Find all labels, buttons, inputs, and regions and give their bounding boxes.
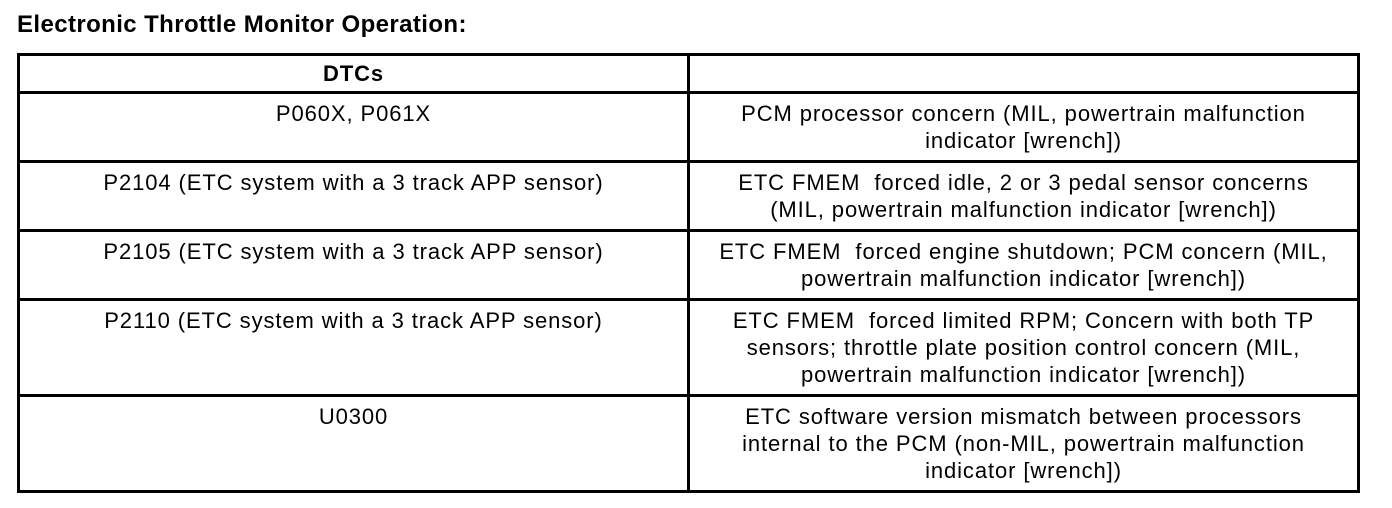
dtc-cell: P2110 (ETC system with a 3 track APP sen… (17, 298, 690, 397)
dtc-cell: P060X, P061X (17, 91, 690, 163)
dtc-cell: U0300 (17, 394, 690, 493)
description-cell: ETC FMEM forced engine shutdown; PCM con… (687, 229, 1360, 301)
dtc-table: DTCs P060X, P061X PCM processor concern … (17, 53, 1360, 493)
description-cell: PCM processor concern (MIL, powertrain m… (687, 91, 1360, 163)
dtc-table-body: P060X, P061X PCM processor concern (MIL,… (17, 91, 1360, 493)
description-cell: ETC software version mismatch between pr… (687, 394, 1360, 493)
table-row: P2104 (ETC system with a 3 track APP sen… (17, 160, 1360, 232)
column-header-dtcs: DTCs (17, 53, 690, 94)
header-row: DTCs (17, 53, 1360, 94)
page-title: Electronic Throttle Monitor Operation: (17, 11, 467, 38)
dtc-cell: P2105 (ETC system with a 3 track APP sen… (17, 229, 690, 301)
dtc-table-head: DTCs (17, 53, 1360, 94)
table-row: P2110 (ETC system with a 3 track APP sen… (17, 298, 1360, 397)
table-row: U0300 ETC software version mismatch betw… (17, 394, 1360, 493)
description-cell: ETC FMEM forced idle, 2 or 3 pedal senso… (687, 160, 1360, 232)
table-row: P060X, P061X PCM processor concern (MIL,… (17, 91, 1360, 163)
column-header-description (687, 53, 1360, 94)
dtc-cell: P2104 (ETC system with a 3 track APP sen… (17, 160, 690, 232)
description-cell: ETC FMEM forced limited RPM; Concern wit… (687, 298, 1360, 397)
table-row: P2105 (ETC system with a 3 track APP sen… (17, 229, 1360, 301)
